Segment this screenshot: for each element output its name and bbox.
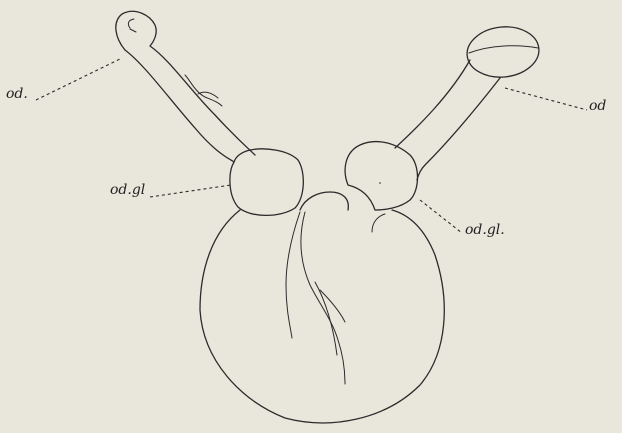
leader-line-od-right [505,88,587,110]
label-od-right: od [589,98,606,114]
left-oviducal-gland [230,149,303,215]
right-oviducal-gland [345,142,417,232]
right-oviduct [395,23,541,180]
body-sac [200,182,444,423]
left-oviduct [116,11,255,162]
leader-line-odgl-right [420,200,462,233]
label-odgl-right: od.gl. [465,222,505,238]
label-od-left: od. [6,86,28,102]
leader-line-odgl-left [150,185,231,197]
leader-line-od-left [36,58,122,100]
label-odgl-left: od.gl [110,182,145,198]
